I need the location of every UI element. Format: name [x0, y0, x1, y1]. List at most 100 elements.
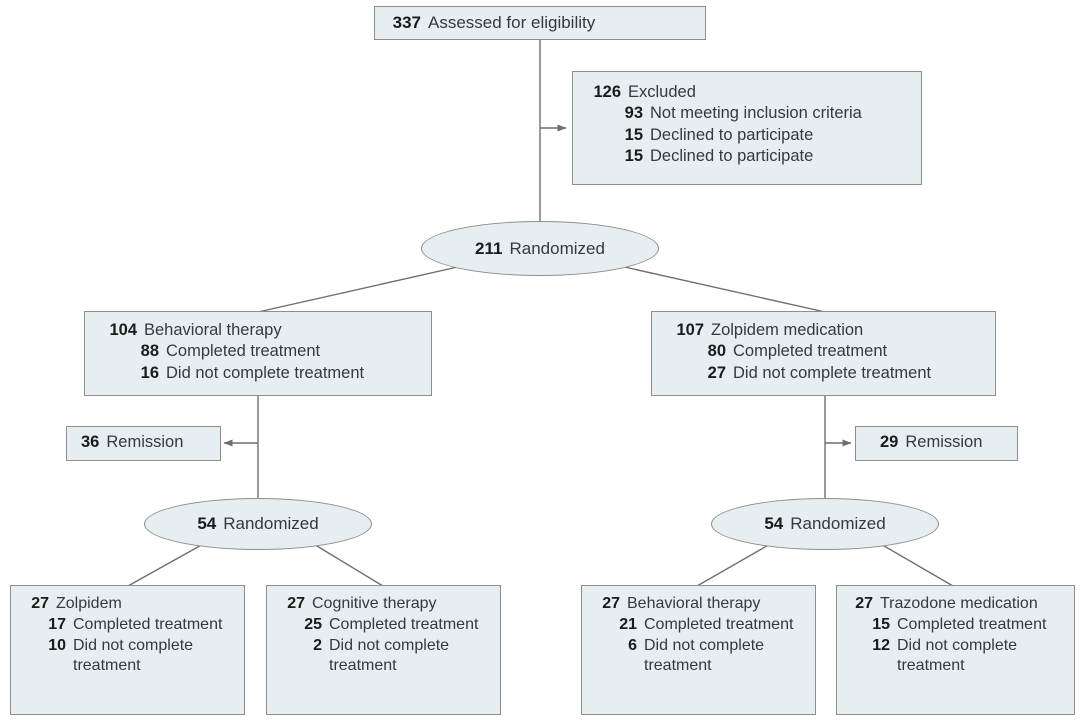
node-line: 107 Zolpidem medication — [670, 320, 985, 341]
node-line-number: 15 — [624, 125, 643, 144]
node-line: 27 Cognitive therapy — [279, 594, 490, 615]
edge-randomized2left-to-zolpidem2 — [127, 542, 206, 587]
node-line-text: Completed treatment — [897, 615, 1047, 633]
node-line-number: 54 — [197, 514, 217, 533]
node-randomized-second-left: 54 Randomized — [144, 498, 372, 550]
node-line-number: 126 — [593, 83, 621, 101]
ellipse-label: 54 Randomized — [197, 514, 318, 534]
node-line-text: Did not complete treatment — [733, 363, 932, 382]
node-line-number: 107 — [676, 321, 704, 339]
node-line-number: 54 — [764, 514, 784, 533]
node-line-number: 211 — [475, 238, 503, 258]
node-line: 337 Assessed for eligibility — [387, 12, 695, 34]
node-remission-right: 29 Remission — [855, 426, 1018, 461]
node-line-number: 12 — [872, 636, 890, 654]
edge-randomized2right-to-trazodone — [878, 542, 954, 587]
ellipse-label: 54 Randomized — [764, 514, 885, 534]
node-line: 80 Completed treatment — [670, 341, 985, 362]
node-line: 15 Declined to participate — [587, 125, 911, 146]
node-line-text: Behavioral therapy — [144, 321, 282, 339]
edge-randomized-to-behavioral — [257, 265, 463, 313]
node-line-text: Completed treatment — [329, 615, 479, 633]
node-behavioral-therapy-arm: 104 Behavioral therapy 88 Completed trea… — [84, 311, 432, 396]
node-line: 12 Did not complete treatment — [847, 636, 1064, 678]
node-excluded: 126 Excluded 93 Not meeting inclusion cr… — [572, 71, 922, 185]
node-line-text: Trazodone medication — [880, 595, 1038, 612]
node-line: 27 Trazodone medication — [847, 594, 1064, 615]
node-line-number: 16 — [140, 363, 159, 382]
node-line-text: Behavioral therapy — [627, 595, 761, 612]
node-line-number: 337 — [392, 13, 421, 32]
node-line-text: Did not complete treatment — [166, 363, 365, 382]
node-zolpidem-stage2: 27 Zolpidem 17 Completed treatment 10 Di… — [10, 585, 245, 715]
node-assessed-for-eligibility: 337 Assessed for eligibility — [374, 6, 706, 40]
node-line-number: 6 — [628, 636, 637, 654]
node-line: 2 Did not complete treatment — [279, 636, 490, 678]
node-line-text: Randomized — [790, 514, 886, 533]
node-line-number: 27 — [31, 595, 49, 612]
node-cognitive-therapy-stage2: 27 Cognitive therapy 25 Completed treatm… — [266, 585, 501, 715]
node-line-text: Cognitive therapy — [312, 595, 437, 612]
node-line-text: Did not complete treatment — [897, 636, 1018, 675]
node-line-number: 27 — [287, 595, 305, 612]
node-line-number: 88 — [140, 342, 159, 361]
node-line: 93 Not meeting inclusion criteria — [587, 103, 911, 124]
node-line: 25 Completed treatment — [279, 615, 490, 636]
node-behavioral-therapy-stage2: 27 Behavioral therapy 21 Completed treat… — [581, 585, 816, 715]
node-line-text: Completed treatment — [73, 615, 223, 633]
node-line-text: Completed treatment — [733, 342, 888, 361]
node-line-number: 27 — [855, 595, 873, 612]
node-line-text: Zolpidem — [56, 595, 122, 612]
node-line: 126 Excluded — [587, 82, 911, 103]
node-remission-left: 36 Remission — [66, 426, 221, 461]
edge-randomized2left-to-cognitive — [311, 542, 384, 587]
node-line-number: 104 — [109, 321, 137, 339]
node-line-number: 17 — [48, 615, 66, 633]
node-line-text: Did not complete treatment — [329, 636, 450, 675]
node-line-number: 36 — [81, 433, 100, 451]
node-line-number: 80 — [707, 342, 726, 361]
ellipse-label: 211 Randomized — [475, 239, 605, 259]
node-line-text: Completed treatment — [166, 342, 321, 361]
node-line: 27 Behavioral therapy — [594, 594, 805, 615]
node-line: 21 Completed treatment — [594, 615, 805, 636]
node-randomized-first: 211 Randomized — [421, 221, 659, 276]
node-line: 16 Did not complete treatment — [103, 363, 421, 384]
node-line: 10 Did not complete treatment — [23, 636, 234, 678]
node-line-text: Excluded — [628, 83, 696, 101]
node-line: 27 Did not complete treatment — [670, 363, 985, 384]
node-line-text: Completed treatment — [644, 615, 794, 633]
node-line-number: 21 — [619, 615, 637, 633]
node-line-text: Declined to participate — [650, 147, 814, 166]
node-randomized-second-right: 54 Randomized — [711, 498, 939, 550]
node-line-text: Randomized — [223, 514, 319, 533]
node-line-number: 15 — [872, 615, 890, 633]
node-line-number: 2 — [313, 636, 322, 654]
node-line-text: Zolpidem medication — [711, 321, 864, 339]
node-line: 15 Declined to participate — [587, 146, 911, 167]
node-line-number: 25 — [304, 615, 322, 633]
node-line: 27 Zolpidem — [23, 594, 234, 615]
node-line: 88 Completed treatment — [103, 341, 421, 362]
node-line-number: 15 — [624, 147, 643, 166]
node-line-text: Did not complete treatment — [644, 636, 765, 675]
node-line-text: Declined to participate — [650, 125, 814, 144]
node-line-number: 27 — [602, 595, 620, 612]
node-line-number: 10 — [48, 636, 66, 654]
edge-randomized2right-to-behavioral2 — [696, 542, 773, 587]
node-line: 6 Did not complete treatment — [594, 636, 805, 678]
node-line: 104 Behavioral therapy — [103, 320, 421, 341]
node-line-number: 27 — [707, 363, 726, 382]
node-line: 17 Completed treatment — [23, 615, 234, 636]
node-line-text: Assessed for eligibility — [428, 13, 596, 32]
node-line-text: Remission — [905, 433, 983, 451]
node-line: 29 Remission — [880, 432, 1007, 453]
node-line-text: Did not complete treatment — [73, 636, 194, 675]
node-line-text: Randomized — [509, 238, 605, 258]
node-zolpidem-medication-arm: 107 Zolpidem medication 80 Completed tre… — [651, 311, 996, 396]
node-line: 15 Completed treatment — [847, 615, 1064, 636]
node-line: 36 Remission — [81, 432, 210, 453]
node-trazodone-medication-stage2: 27 Trazodone medication 15 Completed tre… — [836, 585, 1075, 715]
